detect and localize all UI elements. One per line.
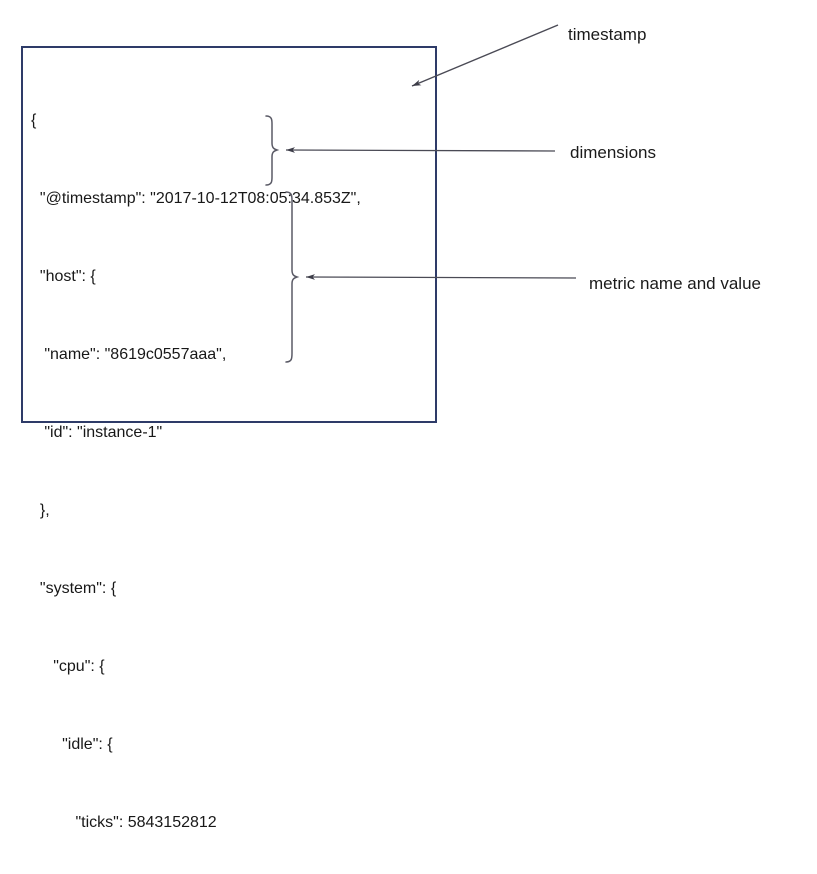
- annotation-label-metric: metric name and value: [589, 274, 761, 293]
- json-line-host-id: "id": "instance-1": [31, 424, 163, 441]
- annotation-label-dimensions: dimensions: [570, 143, 656, 162]
- json-code-block: { "@timestamp": "2017-10-12T08:05:34.853…: [31, 56, 361, 874]
- json-line-host-name: "name": "8619c0557aaa",: [31, 346, 227, 363]
- annotation-label-timestamp: timestamp: [568, 25, 647, 44]
- json-document-box: { "@timestamp": "2017-10-12T08:05:34.853…: [21, 46, 437, 831]
- json-line-host-close: },: [31, 502, 50, 519]
- json-line: {: [31, 112, 37, 129]
- json-line-timestamp: "@timestamp": "2017-10-12T08:05:34.853Z"…: [31, 190, 361, 207]
- json-line-host-open: "host": {: [31, 268, 96, 285]
- json-line-ticks: "ticks": 5843152812: [31, 814, 217, 831]
- diagram-canvas: { "@timestamp": "2017-10-12T08:05:34.853…: [21, 24, 761, 831]
- json-line-idle-open: "idle": {: [31, 736, 113, 753]
- json-line-system-open: "system": {: [31, 580, 117, 597]
- json-line-cpu-open: "cpu": {: [31, 658, 105, 675]
